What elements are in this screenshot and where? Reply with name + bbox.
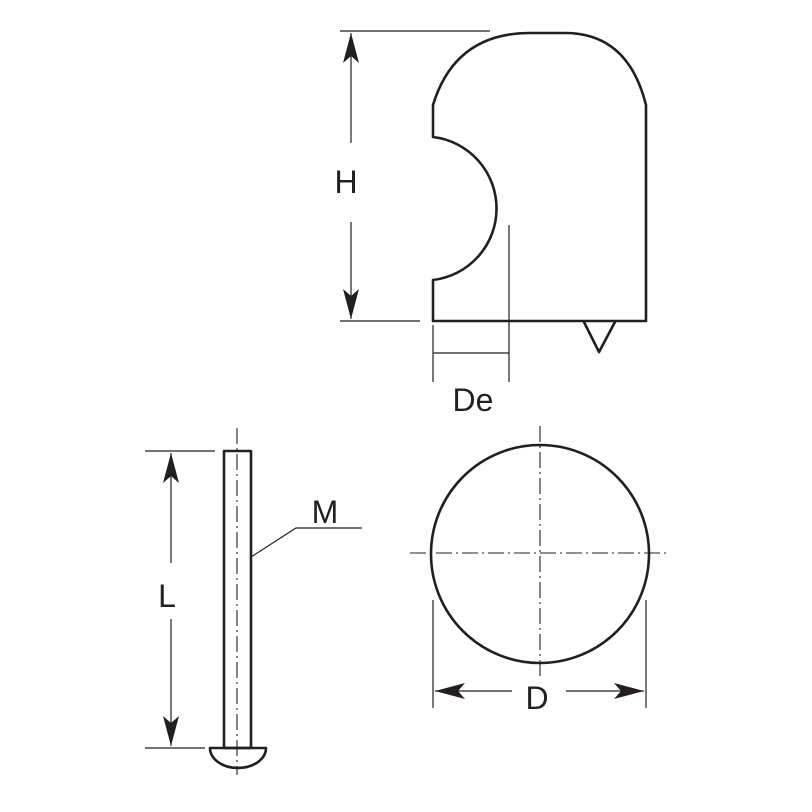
- thread-label: M: [312, 494, 339, 530]
- dimension-height: H: [334, 30, 490, 322]
- escape-diameter-label: De: [453, 382, 494, 418]
- height-label: H: [334, 164, 357, 200]
- dimension-escape-diameter: De: [432, 225, 510, 418]
- diameter-label: D: [525, 680, 548, 716]
- height-arrow-bottom: [343, 289, 359, 319]
- pin-head: [208, 746, 268, 770]
- dimension-length: L: [145, 450, 215, 749]
- diameter-arrow-left: [435, 683, 465, 699]
- tip-circle: [429, 443, 651, 665]
- dimension-diameter: D: [432, 600, 647, 716]
- diameter-arrow-right: [614, 683, 644, 699]
- length-arrow-top: [163, 453, 179, 483]
- tip-side-view: [431, 31, 648, 354]
- thread-callout: M: [250, 494, 362, 558]
- length-label: L: [158, 578, 176, 614]
- pin-view: [208, 428, 268, 775]
- height-arrow-top: [343, 33, 359, 63]
- length-arrow-bottom: [163, 716, 179, 746]
- tip-point: [582, 320, 617, 354]
- thread-leader-line: [250, 527, 362, 558]
- tip-end-view: [410, 426, 668, 680]
- tip-side-outline: [431, 31, 648, 323]
